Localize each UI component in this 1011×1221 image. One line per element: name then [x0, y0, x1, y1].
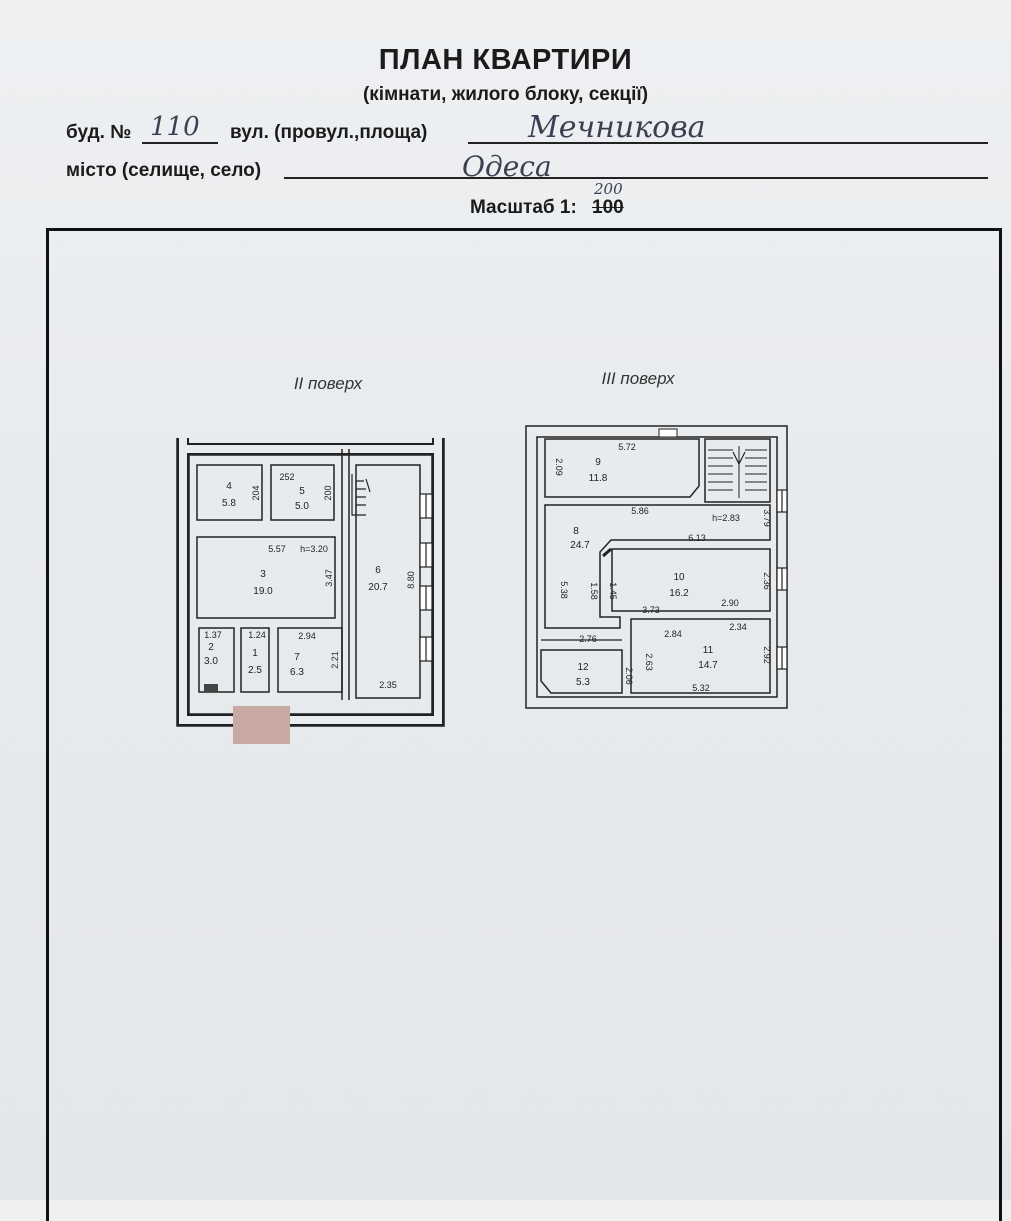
- room-12-number: 12: [577, 662, 589, 673]
- street-value: Мечникова: [528, 110, 706, 145]
- room-12-area: 5.3: [576, 677, 590, 688]
- dim-label: 1.37: [204, 630, 222, 640]
- dim-label: h=2.83: [712, 513, 740, 523]
- dim-label: 5.57: [268, 544, 286, 554]
- floor-2-plan: II поверх 4 5.8 5: [176, 374, 445, 727]
- dim-label: 1.58: [589, 582, 599, 600]
- room-1-area: 2.5: [248, 665, 262, 676]
- room-8-number: 8: [573, 526, 579, 537]
- dim-label: 2.21: [330, 651, 340, 669]
- dim-label: 3.79: [762, 509, 772, 527]
- dim-label: 200: [323, 485, 333, 500]
- room-11-area: 14.7: [698, 660, 718, 671]
- street-line: [468, 142, 988, 144]
- house-number-value: 110: [150, 112, 200, 142]
- dim-label: 2.63: [644, 653, 654, 671]
- room-2-area: 3.0: [204, 656, 218, 667]
- dim-label: 2.35: [379, 680, 397, 690]
- room-3-area: 19.0: [253, 586, 273, 597]
- room-11-number: 11: [703, 645, 714, 656]
- dim-label: 2.34: [729, 622, 747, 632]
- room-1-number: 1: [252, 648, 258, 659]
- dim-label: 2.90: [721, 598, 739, 608]
- room-8-area: 24.7: [570, 540, 590, 551]
- document-title: ПЛАН КВАРТИРИ: [378, 44, 633, 76]
- dim-label: 2.06: [624, 667, 634, 685]
- dim-label: 3.47: [324, 569, 334, 587]
- dim-label: 204: [251, 485, 261, 500]
- street-label: вул. (провул.,площа): [230, 122, 428, 143]
- drawing-frame: [46, 228, 1002, 1221]
- dim-label: h=3.20: [300, 544, 328, 554]
- scale-label: Масштаб 1:: [470, 197, 577, 218]
- scale-printed-value: 100: [592, 197, 624, 218]
- room-9-area: 11.8: [589, 473, 608, 484]
- room-5-number: 5: [299, 486, 305, 497]
- city-value: Одеса: [462, 150, 552, 183]
- dim-label: 6.13: [688, 533, 706, 543]
- house-number-label: буд. №: [66, 122, 132, 143]
- room-7-number: 7: [294, 652, 300, 663]
- dim-label: 2.84: [664, 629, 682, 639]
- room-10-number: 10: [673, 572, 685, 583]
- floor-3-plan: III поверх: [525, 369, 788, 709]
- dim-label: 2.76: [579, 634, 597, 644]
- city-label: місто (селище, село): [66, 160, 262, 181]
- room-2-number: 2: [208, 642, 214, 653]
- dim-label: 1.45: [608, 582, 618, 600]
- city-line: [284, 177, 988, 179]
- dim-label: 8.80: [406, 571, 416, 589]
- room-5-area: 5.0: [295, 501, 309, 512]
- dim-label: 2.09: [554, 458, 564, 476]
- scale-handwritten-value: 200: [594, 180, 623, 198]
- floor-3-caption: III поверх: [601, 369, 675, 388]
- room-4-area: 5.8: [222, 498, 236, 509]
- dim-label: 5.86: [631, 506, 649, 516]
- dim-label: 1.24: [248, 630, 266, 640]
- dim-label: 2.92: [762, 646, 772, 664]
- room-9-number: 9: [595, 457, 601, 468]
- room-6-number: 6: [375, 565, 381, 576]
- dim-label: 5.72: [618, 442, 636, 452]
- house-number-line: [142, 142, 218, 144]
- room-6-area: 20.7: [368, 582, 388, 593]
- dim-label: 5.32: [692, 683, 710, 693]
- document-subtitle: (кімнати, жилого блоку, секції): [362, 84, 649, 105]
- dim-label: 2.36: [762, 572, 772, 590]
- room-4-number: 4: [226, 481, 232, 492]
- redaction-block: [233, 706, 290, 744]
- room-10-area: 16.2: [669, 588, 689, 599]
- dim-label: 5.38: [559, 581, 569, 599]
- dim-label: 3.73: [642, 605, 660, 615]
- room-3-number: 3: [260, 569, 266, 580]
- dim-label: 2.94: [298, 631, 316, 641]
- floor-2-caption: II поверх: [294, 374, 363, 393]
- room-7-area: 6.3: [290, 667, 304, 678]
- dim-label: 252: [279, 472, 294, 482]
